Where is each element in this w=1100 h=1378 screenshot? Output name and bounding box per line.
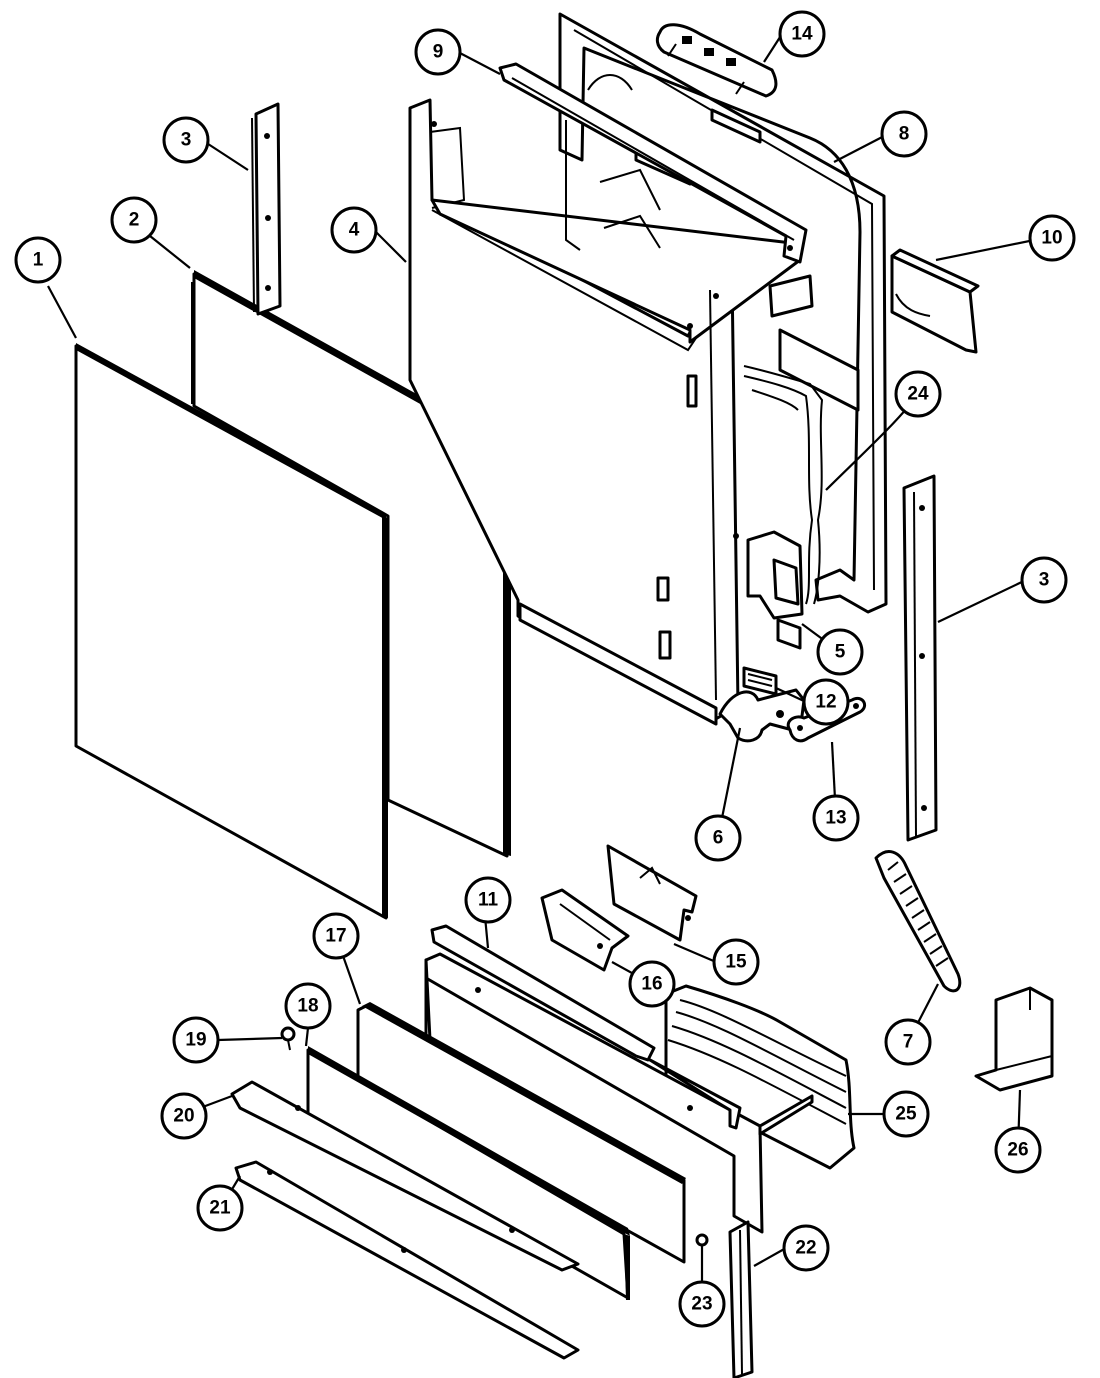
- part-mounting-plate: [606, 844, 698, 942]
- callout-20: 20: [160, 1092, 208, 1140]
- callout-3-left-label: 3: [181, 130, 192, 151]
- callout-24: 24: [894, 370, 942, 418]
- part-console-top-strip: [430, 924, 656, 1062]
- part-door-gasket: [743, 365, 824, 605]
- part-latch-bracket: [540, 888, 630, 972]
- callout-3-right-label: 3: [1039, 570, 1050, 591]
- part-hinge-bracket: [746, 530, 804, 650]
- part-side-strip-left: [251, 102, 282, 316]
- callout-12: 12: [802, 678, 850, 726]
- callout-20-label: 20: [173, 1106, 194, 1127]
- callout-9-label: 9: [433, 42, 444, 63]
- callout-15-label: 15: [725, 952, 747, 973]
- callout-3-left: 3: [162, 116, 210, 164]
- callout-21: 21: [196, 1184, 244, 1232]
- part-outer-door-panel: [74, 343, 388, 920]
- part-insulation-blanket: [664, 984, 856, 1170]
- callout-10-label: 10: [1041, 228, 1062, 249]
- callout-19: 19: [172, 1016, 220, 1064]
- callout-26: 26: [994, 1126, 1042, 1174]
- callout-18-label: 18: [297, 996, 318, 1017]
- part-side-clip: [974, 986, 1054, 1092]
- callout-24-label: 24: [907, 384, 929, 405]
- callout-22: 22: [782, 1224, 830, 1272]
- part-control-console: [424, 952, 814, 1234]
- callout-23: 23: [678, 1280, 726, 1328]
- part-right-bracket: [890, 248, 980, 354]
- part-inner-door-liner: [408, 98, 802, 726]
- callout-3-right: 3: [1020, 556, 1068, 604]
- callout-13: 13: [812, 794, 860, 842]
- callout-5-label: 5: [835, 642, 846, 663]
- callout-22-label: 22: [795, 1238, 816, 1259]
- callout-12-label: 12: [815, 692, 836, 713]
- part-end-cap: [728, 1220, 754, 1378]
- callout-6-label: 6: [713, 828, 724, 849]
- part-control-panel: [356, 1002, 686, 1264]
- part-panel-overlay: [306, 1046, 630, 1300]
- callout-10: 10: [1028, 214, 1076, 262]
- callout-16: 16: [628, 960, 676, 1008]
- callout-2: 2: [110, 196, 158, 244]
- callout-26-label: 26: [1007, 1140, 1028, 1161]
- callout-9: 9: [414, 28, 462, 76]
- callout-7: 7: [884, 1018, 932, 1066]
- callout-23-label: 23: [691, 1294, 712, 1315]
- part-screw: [280, 1026, 296, 1051]
- part-pad: [742, 666, 778, 696]
- callout-15: 15: [712, 938, 760, 986]
- part-side-strip-right: [902, 474, 938, 842]
- callout-8: 8: [880, 110, 928, 158]
- part-top-trim-strip: [498, 62, 808, 264]
- callout-1-label: 1: [33, 250, 44, 271]
- callout-7-label: 7: [903, 1032, 914, 1053]
- callout-5: 5: [816, 628, 864, 676]
- callout-4-label: 4: [349, 220, 360, 241]
- part-console-trim: [230, 1080, 580, 1272]
- callout-11: 11: [464, 876, 512, 924]
- callout-11-label: 11: [478, 890, 499, 911]
- callout-16-label: 16: [641, 974, 662, 995]
- part-latch-handle: [655, 23, 778, 98]
- callout-2-label: 2: [129, 210, 140, 231]
- part-hinge-arm: [718, 688, 806, 743]
- part-door-spring: [874, 850, 962, 993]
- callout-25-label: 25: [895, 1104, 917, 1125]
- callout-17-label: 17: [325, 926, 346, 947]
- callout-21-label: 21: [209, 1198, 231, 1219]
- part-nut: [695, 1233, 709, 1247]
- callout-14-label: 14: [791, 24, 813, 45]
- callout-25: 25: [882, 1090, 930, 1138]
- callout-19-label: 19: [185, 1030, 206, 1051]
- callout-17: 17: [312, 912, 360, 960]
- callout-13-label: 13: [825, 808, 846, 829]
- callout-8-label: 8: [899, 124, 910, 145]
- callout-14: 14: [778, 10, 826, 58]
- callout-4: 4: [330, 206, 378, 254]
- callout-1: 1: [14, 236, 62, 284]
- callout-18: 18: [284, 982, 332, 1030]
- callout-6: 6: [694, 814, 742, 862]
